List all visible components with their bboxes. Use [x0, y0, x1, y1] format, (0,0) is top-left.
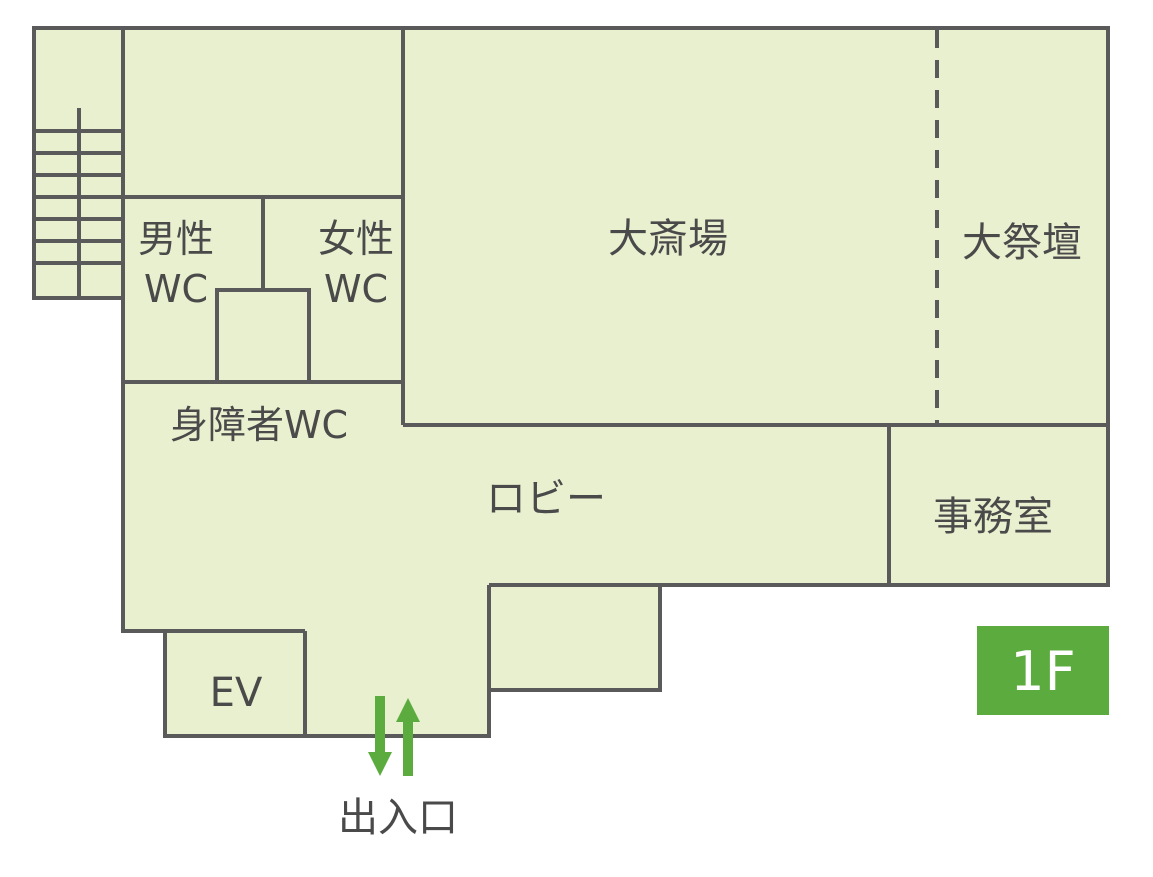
floor-badge-label: 1F	[1010, 640, 1075, 703]
womens-wc-label-line1: 女性	[318, 217, 394, 261]
womens-wc-label-line2: WC	[324, 267, 388, 311]
elevator-label: EV	[210, 670, 263, 716]
entrance-arrows-icon	[368, 696, 420, 776]
entrance-label: 出入口	[338, 795, 458, 841]
accessible-wc-label: 身障者WC	[170, 403, 348, 447]
stairs	[34, 108, 123, 298]
altar-label: 大祭壇	[962, 220, 1082, 266]
mens-wc-label-line2: WC	[144, 267, 208, 311]
main-hall-label: 大斎場	[608, 216, 728, 262]
interior-walls	[121, 28, 1108, 736]
mens-wc-label-line1: 男性	[138, 217, 214, 261]
lobby-label: ロビー	[486, 476, 606, 522]
floor-badge	[977, 626, 1109, 715]
office-label: 事務室	[933, 494, 1053, 540]
